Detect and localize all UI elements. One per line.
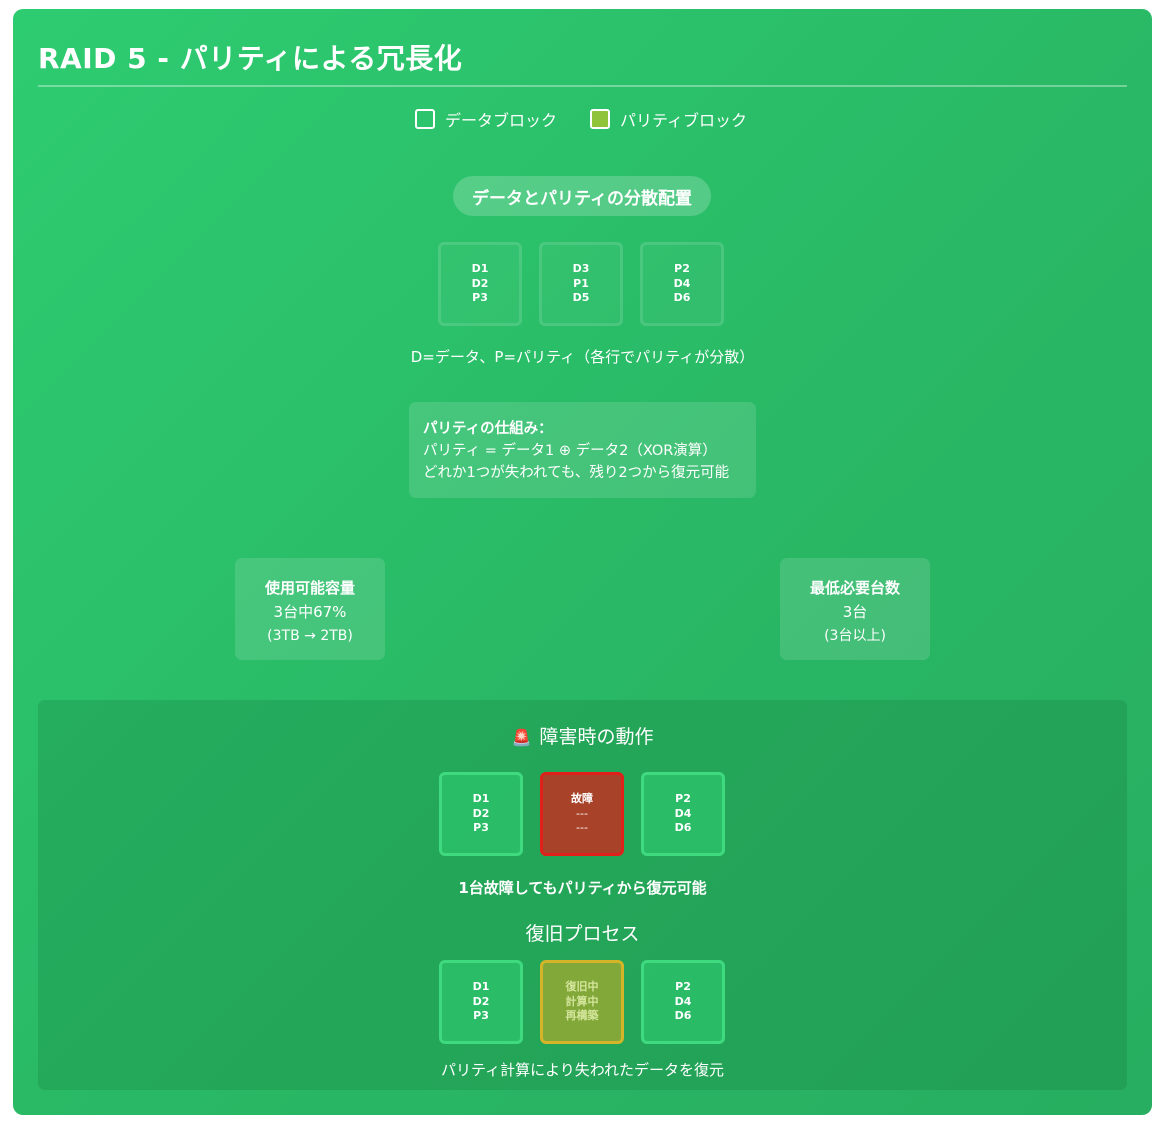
disk-2-row-3: D5 [572, 291, 590, 305]
recovery-disk-3-row-1: P2 [675, 980, 691, 994]
failure-disk-1-row-3: P3 [473, 821, 489, 835]
failure-disk-3: P2 D4 D6 [641, 772, 725, 856]
recovery-disk-3-row-3: D6 [674, 1009, 692, 1023]
parity-info-box: パリティの仕組み： パリティ = データ1 ⊕ データ2（XOR演算） どれか1… [409, 402, 756, 498]
recovery-disk-3: P2 D4 D6 [641, 960, 725, 1044]
failed-disk-status: 故障 [571, 792, 593, 806]
legend-parity-label: パリティブロック [620, 111, 748, 130]
failure-disk-3-row-2: D4 [674, 806, 692, 820]
failed-disk-row-2: --- [576, 806, 588, 820]
recovery-heading: 復旧プロセス [525, 923, 640, 945]
legend-item-data: データブロック [415, 107, 557, 131]
rebuilding-disk-row-1: 復旧中 [565, 980, 599, 994]
failure-disk-1-row-2: D2 [472, 806, 490, 820]
disk-1: D1 D2 P3 [438, 242, 522, 326]
failure-disk-1-row-1: D1 [472, 792, 490, 806]
parity-block-swatch [590, 109, 610, 129]
disk-2: D3 P1 D5 [539, 242, 623, 326]
minimum-sub: (3台以上) [824, 628, 886, 644]
title-divider [38, 85, 1127, 87]
parity-info-recovery: どれか1つが失われても、残り2つから復元可能 [423, 465, 730, 481]
capacity-stat: 使用可能容量 3台中67% (3TB → 2TB) [235, 558, 385, 660]
capacity-sub: (3TB → 2TB) [267, 628, 353, 644]
disk-2-row-1: D3 [572, 262, 590, 276]
recovery-disk-1: D1 D2 P3 [439, 960, 523, 1044]
failed-disk: 故障 --- --- [540, 772, 624, 856]
legend-data-label: データブロック [445, 111, 558, 130]
raid5-diagram: RAID 5 - パリティによる冗長化 データブロック パリティブロック データ… [13, 9, 1152, 1115]
recovery-disk-1-row-3: P3 [473, 1009, 489, 1023]
disk-2-row-2: P1 [573, 276, 589, 290]
disk-3-row-1: P2 [674, 262, 690, 276]
failure-panel: 🚨 障害時の動作 D1 D2 P3 故障 --- --- P2 D4 D6 1台故… [38, 700, 1127, 1090]
failure-disk-3-row-1: P2 [675, 792, 691, 806]
failure-heading-row: 🚨 障害時の動作 [38, 722, 1127, 749]
failure-disk-3-row-3: D6 [674, 821, 692, 835]
disk-3: P2 D4 D6 [640, 242, 724, 326]
failure-caption: 1台故障してもパリティから復元可能 [458, 879, 707, 897]
minimum-disks-stat: 最低必要台数 3台 (3台以上) [780, 558, 930, 660]
failure-disk-1: D1 D2 P3 [439, 772, 523, 856]
rebuilding-disk-row-2: 計算中 [565, 994, 599, 1008]
disk-1-row-2: D2 [471, 276, 489, 290]
legend-item-parity: パリティブロック [590, 107, 747, 131]
parity-info-heading: パリティの仕組み： [423, 421, 553, 437]
capacity-value: 3台中67% [273, 603, 347, 621]
minimum-value: 3台 [842, 603, 868, 621]
siren-icon: 🚨 [511, 728, 532, 747]
disk-1-row-3: P3 [472, 291, 488, 305]
recovery-disk-1-row-2: D2 [472, 994, 490, 1008]
disk-1-row-1: D1 [471, 262, 489, 276]
disk-3-row-2: D4 [673, 276, 691, 290]
disk-3-row-3: D6 [673, 291, 691, 305]
capacity-heading: 使用可能容量 [264, 579, 355, 597]
recovery-disk-1-row-1: D1 [472, 980, 490, 994]
minimum-heading: 最低必要台数 [809, 579, 900, 597]
rebuilding-disk: 復旧中 計算中 再構築 [540, 960, 624, 1044]
distribution-heading: データとパリティの分散配置 [453, 176, 711, 216]
legend: データブロック パリティブロック [13, 107, 1152, 133]
distribution-caption: D=データ、P=パリティ（各行でパリティが分散） [410, 348, 755, 366]
page-title: RAID 5 - パリティによる冗長化 [38, 42, 463, 75]
recovery-disk-3-row-2: D4 [674, 994, 692, 1008]
data-block-swatch [415, 109, 435, 129]
failed-disk-row-3: --- [576, 821, 588, 835]
rebuilding-disk-row-3: 再構築 [565, 1009, 599, 1023]
recovery-caption: パリティ計算により失われたデータを復元 [440, 1061, 725, 1079]
failure-heading: 障害時の動作 [539, 726, 654, 748]
parity-info-formula: パリティ = データ1 ⊕ データ2（XOR演算） [423, 443, 717, 459]
